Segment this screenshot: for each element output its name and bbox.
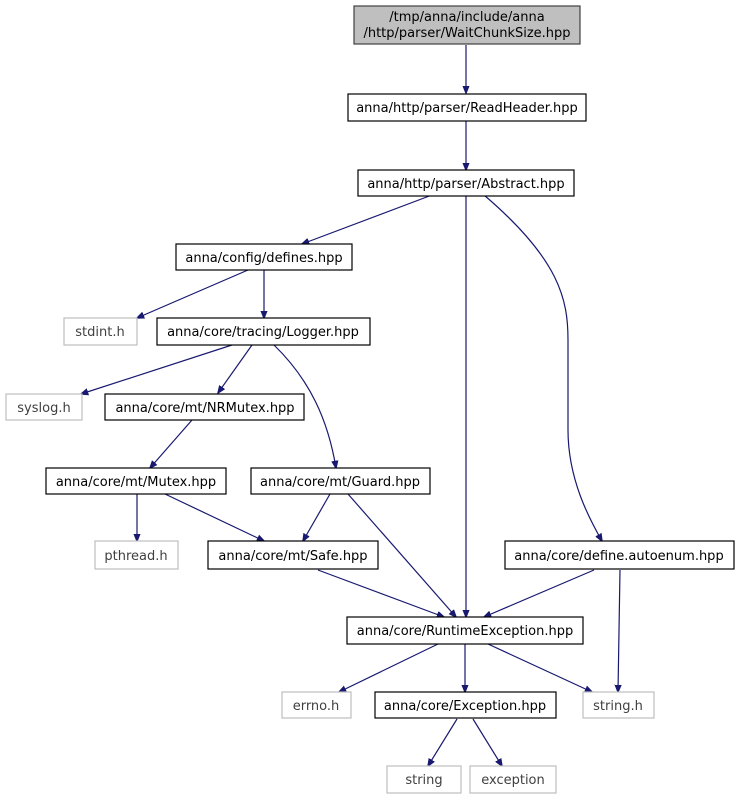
node-safe[interactable]: anna/core/mt/Safe.hpp	[207, 540, 379, 570]
edge-logger-syslog	[81, 344, 233, 394]
edges	[81, 45, 620, 766]
edge-nrmutex-mutex	[150, 419, 193, 468]
edge-runtimeexception-stringh	[487, 643, 592, 692]
node-abstract-label: anna/http/parser/Abstract.hpp	[367, 177, 564, 192]
edge-configdefines-stdint	[137, 269, 249, 318]
node-exception-label: exception	[481, 773, 545, 788]
node-pthread-label: pthread.h	[104, 549, 167, 564]
node-read-header-label: anna/http/parser/ReadHeader.hpp	[356, 101, 578, 116]
node-string-h[interactable]: string.h	[582, 691, 655, 719]
edge-logger-guard	[273, 344, 336, 468]
node-safe-label: anna/core/mt/Safe.hpp	[218, 549, 367, 564]
node-logger[interactable]: anna/core/tracing/Logger.hpp	[156, 317, 371, 346]
node-runtime-exception[interactable]: anna/core/RuntimeException.hpp	[346, 616, 584, 645]
node-stdint[interactable]: stdint.h	[63, 317, 138, 346]
node-nrmutex[interactable]: anna/core/mt/NRMutex.hpp	[104, 393, 305, 421]
node-string[interactable]: string	[386, 765, 462, 794]
edge-autoenum-runtimeexception	[484, 569, 595, 617]
node-config-defines[interactable]: anna/config/defines.hpp	[175, 243, 353, 271]
node-guard-label: anna/core/mt/Guard.hpp	[260, 475, 420, 490]
node-mutex-label: anna/core/mt/Mutex.hpp	[56, 475, 216, 490]
edge-runtimeexception-errno	[339, 643, 439, 692]
node-stdint-label: stdint.h	[75, 325, 124, 340]
edge-guard-runtimeexception	[347, 493, 456, 617]
node-autoenum-label: anna/core/define.autoenum.hpp	[514, 549, 723, 564]
node-exception-hpp[interactable]: anna/core/Exception.hpp	[374, 691, 557, 719]
node-logger-label: anna/core/tracing/Logger.hpp	[167, 325, 359, 340]
node-guard[interactable]: anna/core/mt/Guard.hpp	[250, 467, 431, 495]
node-runtime-exception-label: anna/core/RuntimeException.hpp	[357, 624, 573, 639]
node-errno[interactable]: errno.h	[281, 691, 352, 719]
edge-abstract-autoenum	[483, 194, 602, 541]
edge-safe-runtimeexception	[317, 569, 444, 617]
edge-abstract-configdefines	[302, 194, 433, 244]
node-pthread[interactable]: pthread.h	[94, 540, 179, 570]
node-config-defines-label: anna/config/defines.hpp	[185, 251, 342, 266]
edge-mutex-safe	[164, 493, 264, 541]
node-root-label-line2: /http/parser/WaitChunkSize.hpp	[363, 26, 570, 41]
edge-logger-nrmutex	[218, 344, 253, 393]
edge-autoenum-stringh	[618, 569, 620, 692]
node-errno-label: errno.h	[293, 699, 340, 714]
node-exception[interactable]: exception	[469, 765, 557, 794]
node-abstract[interactable]: anna/http/parser/Abstract.hpp	[357, 169, 575, 197]
node-autoenum[interactable]: anna/core/define.autoenum.hpp	[504, 540, 735, 570]
node-root[interactable]: /tmp/anna/include/anna /http/parser/Wait…	[353, 5, 581, 45]
node-nrmutex-label: anna/core/mt/NRMutex.hpp	[115, 401, 294, 416]
node-string-label: string	[405, 773, 442, 788]
edge-guard-safe	[303, 493, 331, 541]
node-exception-hpp-label: anna/core/Exception.hpp	[384, 699, 546, 714]
edge-exceptionhpp-exception	[472, 718, 502, 766]
node-mutex[interactable]: anna/core/mt/Mutex.hpp	[45, 467, 227, 495]
node-string-h-label: string.h	[593, 699, 643, 714]
node-root-label-line1: /tmp/anna/include/anna	[389, 10, 544, 25]
node-syslog[interactable]: syslog.h	[5, 393, 83, 421]
node-read-header[interactable]: anna/http/parser/ReadHeader.hpp	[347, 93, 587, 122]
edge-exceptionhpp-string	[428, 718, 458, 766]
node-syslog-label: syslog.h	[17, 401, 70, 416]
